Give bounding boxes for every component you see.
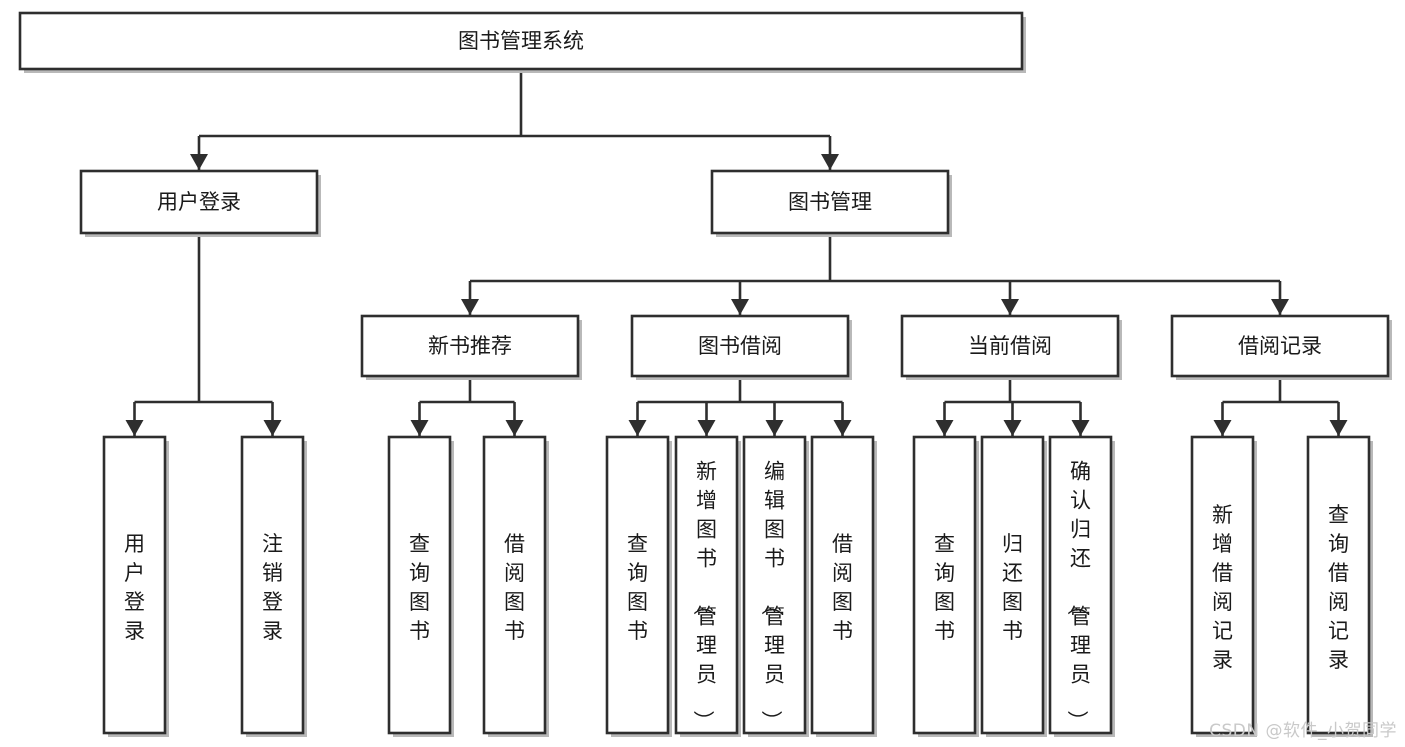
edges-layer: [125, 69, 1348, 436]
edge-arrowhead-icon: [1003, 420, 1022, 436]
edge-arrowhead-icon: [935, 420, 954, 436]
edge-arrowhead-icon: [410, 420, 429, 436]
node-box: [18, 11, 1024, 71]
edge-arrowhead-icon: [833, 420, 852, 436]
leaf-box: [387, 435, 452, 735]
leaf-label: 查询图书: [934, 532, 955, 643]
node-root[interactable]: 图书管理系统: [18, 11, 1026, 73]
leaf-leaf-return-book[interactable]: 归还图书: [980, 435, 1047, 737]
leaf-label: 借阅图书: [504, 532, 525, 643]
edge-group-user_login: [125, 233, 282, 436]
node-current_borrow[interactable]: 当前借阅: [900, 314, 1122, 380]
leaf-label: 查询图书: [627, 532, 648, 643]
edge-arrowhead-icon: [263, 420, 282, 436]
edge-group-book_borrow: [628, 376, 852, 436]
leaf-label: 编辑图书（管理员）: [759, 459, 785, 731]
edge-group-borrow_record: [1213, 376, 1348, 436]
leaf-leaf-confirm-return[interactable]: 确认归还（管理员）: [1048, 435, 1115, 737]
leaves-layer: 用户登录 注销登录 查询图书 借阅图书 查询图书 新增图书（管理员） 编辑图书（管理员） 借阅…: [102, 435, 1373, 737]
edge-arrowhead-icon: [821, 154, 839, 170]
leaf-box: [980, 435, 1045, 735]
edge-arrowhead-icon: [731, 299, 749, 315]
leaf-box: [1048, 435, 1113, 735]
edge-group-new_book_rec: [410, 376, 524, 436]
leaf-label: 用户登录: [124, 532, 145, 643]
edge-arrowhead-icon: [628, 420, 647, 436]
leaf-leaf-query-book-rec[interactable]: 查询图书: [387, 435, 454, 737]
leaf-box: [912, 435, 977, 735]
node-box: [360, 314, 580, 378]
leaf-leaf-borrow-book[interactable]: 借阅图书: [810, 435, 877, 737]
leaf-label: 新增借阅记录: [1212, 503, 1233, 672]
leaf-leaf-logout[interactable]: 注销登录: [240, 435, 307, 737]
node-label: 图书管理: [788, 190, 872, 214]
node-label: 新书推荐: [428, 334, 512, 358]
leaf-leaf-borrow-book-rec[interactable]: 借阅图书: [482, 435, 549, 737]
node-box: [630, 314, 850, 378]
node-label: 借阅记录: [1238, 334, 1322, 358]
edge-arrowhead-icon: [1001, 299, 1019, 315]
edge-arrowhead-icon: [765, 420, 784, 436]
leaf-label: 查询借阅记录: [1328, 503, 1349, 672]
edge-arrowhead-icon: [125, 420, 144, 436]
leaf-box: [742, 435, 807, 735]
edge-group-book_manage: [461, 233, 1289, 315]
leaf-leaf-query-book-cur[interactable]: 查询图书: [912, 435, 979, 737]
leaf-label: 新增图书（管理员）: [691, 459, 717, 731]
leaf-box: [482, 435, 547, 735]
leaf-box: [605, 435, 670, 735]
leaf-label: 查询图书: [409, 532, 430, 643]
leaf-box: [102, 435, 167, 735]
leaf-box: [810, 435, 875, 735]
edge-arrowhead-icon: [697, 420, 716, 436]
node-book_manage[interactable]: 图书管理: [710, 169, 952, 237]
node-label: 图书借阅: [698, 334, 782, 358]
node-label: 图书管理系统: [458, 29, 584, 53]
edge-arrowhead-icon: [1271, 299, 1289, 315]
leaf-leaf-edit-book[interactable]: 编辑图书（管理员）: [742, 435, 809, 737]
edge-arrowhead-icon: [505, 420, 524, 436]
leaf-leaf-query-record[interactable]: 查询借阅记录: [1306, 435, 1373, 737]
edge-group-root: [190, 69, 839, 170]
leaf-leaf-user-login[interactable]: 用户登录: [102, 435, 169, 737]
node-box: [900, 314, 1120, 378]
node-borrow_record[interactable]: 借阅记录: [1170, 314, 1392, 380]
leaf-label: 注销登录: [262, 532, 283, 643]
watermark-text: CSDN @软件_小贺同学: [1209, 721, 1397, 741]
edge-group-current_borrow: [935, 376, 1090, 436]
leaf-leaf-add-record[interactable]: 新增借阅记录: [1190, 435, 1257, 737]
node-user_login[interactable]: 用户登录: [79, 169, 321, 237]
leaf-leaf-add-book[interactable]: 新增图书（管理员）: [674, 435, 741, 737]
node-label: 当前借阅: [968, 334, 1052, 358]
leaf-box: [674, 435, 739, 735]
edge-arrowhead-icon: [1329, 420, 1348, 436]
edge-arrowhead-icon: [1071, 420, 1090, 436]
node-box: [1170, 314, 1390, 378]
leaf-box: [1306, 435, 1371, 735]
node-label: 用户登录: [157, 190, 241, 214]
leaf-label: 确认归还（管理员）: [1065, 459, 1091, 731]
leaf-label: 借阅图书: [832, 532, 853, 643]
edge-arrowhead-icon: [461, 299, 479, 315]
edge-arrowhead-icon: [190, 154, 208, 170]
leaf-box: [1190, 435, 1255, 735]
leaf-box: [240, 435, 305, 735]
node-box: [710, 169, 950, 235]
node-new_book_rec[interactable]: 新书推荐: [360, 314, 582, 380]
edge-arrowhead-icon: [1213, 420, 1232, 436]
leaf-leaf-query-book[interactable]: 查询图书: [605, 435, 672, 737]
node-book_borrow[interactable]: 图书借阅: [630, 314, 852, 380]
leaf-label: 归还图书: [1002, 532, 1023, 643]
node-box: [79, 169, 319, 235]
